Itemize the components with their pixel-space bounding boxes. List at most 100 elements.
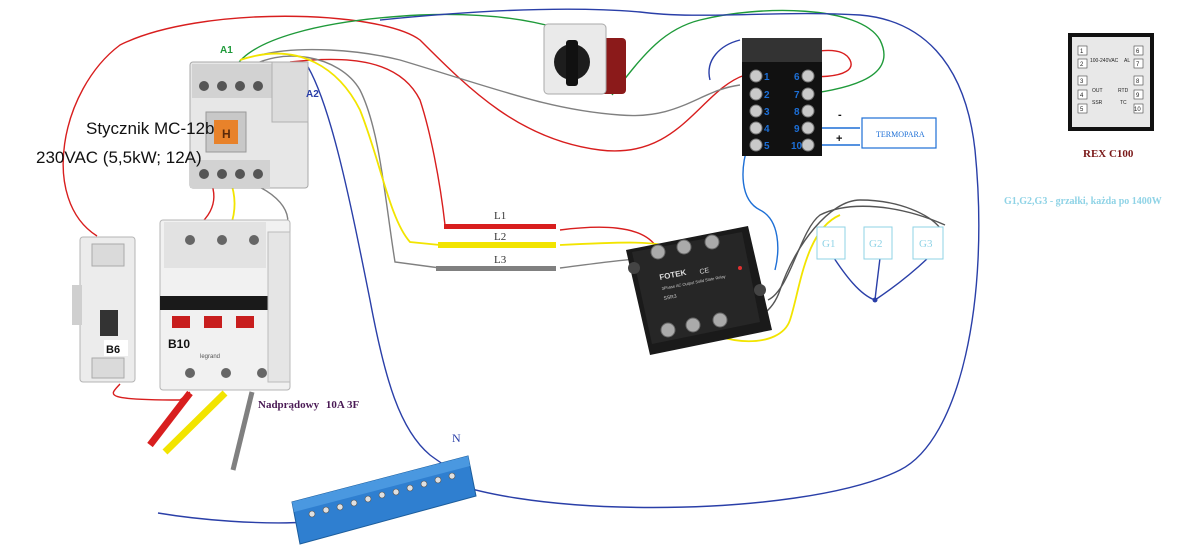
- controller-terminal-1: 1: [764, 72, 770, 83]
- wire-blue-signal: [742, 144, 779, 271]
- neutral-bus-screws: [308, 472, 456, 518]
- rex-caption: REX C100: [1083, 148, 1134, 160]
- breaker-b10-top-screws: [185, 235, 259, 245]
- heaters: G1 G2 G3 G1,G2,G3 - grzałki, każda po 14…: [816, 196, 1162, 303]
- rex-thumb-pin-6: 6: [1136, 49, 1140, 55]
- rotary-switch: [543, 23, 626, 95]
- wire-blue-heaters: [831, 254, 929, 301]
- heater-g1-label: G1: [822, 238, 835, 250]
- rex-thumb-voltage: 100-240VAC: [1090, 58, 1119, 64]
- wire-blue-top: [708, 39, 741, 81]
- wire-stub-yellow: [162, 390, 228, 455]
- phase-label-l3: L3: [494, 254, 507, 266]
- contactor-top-terminals: [192, 64, 272, 98]
- breaker-b6-top: [91, 243, 125, 267]
- contactor-logo: H: [222, 127, 231, 141]
- thermocouple-box: [861, 117, 937, 149]
- temperature-controller: 1 2 3 4 5 6 7 8 9 10 - + TERMOPARA: [742, 38, 937, 156]
- wire-grey-top: [259, 48, 741, 117]
- neutral-bus: N: [291, 431, 477, 545]
- wire-darkgrey-heater: [767, 205, 946, 301]
- controller-terminal-6: 6: [794, 72, 800, 83]
- contactor-screws-bottom: [199, 169, 263, 179]
- phase-bars: L1 L2 L3: [436, 210, 556, 271]
- phase-label-l1: L1: [494, 210, 506, 222]
- wire-blue-left: [157, 512, 311, 524]
- ssr-screws: [650, 234, 728, 338]
- breaker-caption-rating: 10A 3F: [326, 399, 360, 411]
- contactor-side-block: [271, 61, 309, 123]
- breaker-caption-main: Nadprądowy: [258, 399, 320, 411]
- rotary-switch-pointer: [566, 40, 578, 86]
- rex-thumbnail: 1 2 3 4 5 6 7 8 9 10 100-240VAC AL OUT S…: [1068, 33, 1154, 160]
- wire-red-to-ssr: [559, 226, 656, 246]
- rex-thumb-pin-7: 7: [1136, 62, 1140, 68]
- breaker-b10-levers: [172, 316, 254, 328]
- contactor-screws-top: [199, 81, 263, 91]
- controller-terminal-3: 3: [764, 107, 770, 118]
- heater-star-point: [872, 297, 878, 303]
- rex-thumb-pin-3: 3: [1080, 79, 1084, 85]
- rex-thumb-al: AL: [1124, 58, 1130, 64]
- controller-terminal-7: 7: [794, 90, 800, 101]
- ssr-mount-hole-1: [628, 262, 640, 274]
- breaker-b10-bottom-screws: [185, 368, 267, 378]
- rex-thumb-ssr: SSR: [1092, 100, 1103, 106]
- phase-bar-l3: [436, 266, 556, 271]
- neutral-bus-top: [292, 456, 470, 512]
- contactor-title: Stycznik MC-12b: [86, 119, 214, 138]
- wire-yellow-l2: [239, 52, 441, 246]
- heater-g3-label: G3: [919, 238, 933, 250]
- rex-thumb-pin-1: 1: [1080, 49, 1084, 55]
- breaker-b10-handle-bar: [160, 296, 270, 310]
- rex-thumb-pin-8: 8: [1136, 79, 1140, 85]
- breaker-b10-brand: legrand: [200, 354, 220, 360]
- breaker-b6-label: B6: [106, 344, 120, 356]
- controller-terminal-8: 8: [794, 107, 800, 118]
- wire-blue-neutral: [304, 61, 471, 486]
- rex-thumb-pin-4: 4: [1080, 93, 1084, 99]
- phase-label-l2: L2: [494, 231, 506, 243]
- contactor-a2-label: A2: [306, 89, 319, 100]
- ssr-led: [738, 266, 742, 270]
- breaker-b6-lever: [100, 310, 118, 336]
- rex-thumb-pins: [1077, 45, 1144, 114]
- controller-terminals: [749, 69, 815, 152]
- breaker-b6-label-bg: [104, 340, 128, 356]
- rex-thumb-pin-2: 2: [1080, 62, 1084, 68]
- wire-stub-red: [147, 390, 193, 448]
- contactor-a1-label: A1: [220, 45, 233, 56]
- heater-g3-box: [912, 226, 944, 260]
- controller-terminal-9: 9: [794, 124, 800, 135]
- controller-terminal-4: 4: [764, 124, 770, 135]
- breaker-b6-rail: [72, 285, 82, 325]
- controller-plus-label: +: [836, 133, 842, 145]
- wire-red-supply: [62, 15, 746, 401]
- breaker-b10-label: B10: [168, 337, 190, 351]
- contactor-rating: 230VAC (5,5kW; 12A): [36, 148, 202, 167]
- rex-thumb-pin-10: 10: [1134, 107, 1141, 113]
- heater-description: G1,G2,G3 - grzałki, każda po 1400W: [1004, 196, 1162, 207]
- wire-blue-neutral-long: [379, 8, 980, 509]
- breaker-b10: B10 legrand Nadprądowy 10A 3F: [159, 219, 359, 411]
- rex-thumb-out: OUT: [1092, 88, 1103, 94]
- controller-terminal-2: 2: [764, 90, 770, 101]
- neutral-label: N: [452, 431, 461, 445]
- breaker-b10-caption: Nadprądowy 10A 3F: [258, 399, 359, 411]
- breaker-b6: B6: [72, 236, 136, 383]
- heater-g2-box: [863, 226, 893, 260]
- controller-top: [742, 38, 822, 64]
- rex-thumb-pin-5: 5: [1080, 107, 1084, 113]
- controller-minus-label: -: [838, 109, 842, 121]
- phase-bar-l2: [438, 242, 556, 248]
- rex-thumb-tc: TC: [1120, 100, 1127, 106]
- ssr-ce: CE: [699, 267, 710, 276]
- contactor-indicator: [214, 120, 238, 144]
- breaker-b10-side: [267, 231, 291, 383]
- wire-red-l1-up: [289, 58, 446, 226]
- heater-g2-label: G2: [869, 238, 882, 250]
- rex-thumb-rtd: RTD: [1118, 88, 1129, 94]
- ssr-model: SSR3: [663, 294, 677, 302]
- solid-state-relay: FOTEK CE 3Phase AC Output Solid State Re…: [626, 226, 772, 355]
